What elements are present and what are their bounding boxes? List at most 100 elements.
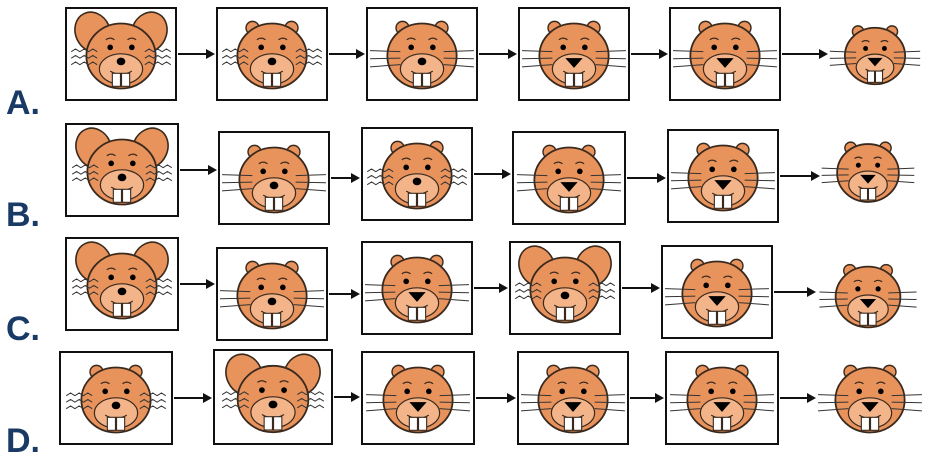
stage-4 [513, 132, 625, 224]
tooth-left-icon [409, 417, 417, 430]
small-nose-icon [561, 292, 570, 300]
eye-right-icon [730, 389, 736, 395]
eye-left-icon [856, 389, 862, 395]
arrow-right-icon [474, 169, 511, 179]
eye-left-icon [260, 169, 266, 175]
tooth-right-icon [871, 417, 879, 430]
arrow-right-icon [780, 171, 820, 181]
tooth-left-icon [565, 73, 573, 86]
stage-6 [819, 265, 916, 328]
hamster-face-icon [830, 26, 920, 84]
small-nose-icon [118, 288, 127, 296]
arrow-right-icon [180, 279, 215, 289]
eye-right-icon [577, 169, 583, 175]
eye-left-icon [559, 389, 565, 395]
stage-1 [66, 6, 176, 100]
eye-right-icon [130, 275, 136, 281]
stage-1 [66, 236, 178, 330]
tooth-right-icon [724, 195, 732, 208]
stage-5 [668, 130, 778, 222]
arrow-right-icon [334, 392, 360, 402]
stage-2 [217, 248, 327, 340]
stage-3 [362, 352, 474, 444]
tooth-right-icon [273, 313, 281, 326]
eye-right-icon [875, 163, 880, 168]
arrow-right-icon [782, 49, 828, 59]
tooth-left-icon [560, 197, 568, 210]
arrow-right-icon [631, 49, 668, 59]
stage-6 [830, 26, 920, 84]
tooth-right-icon [274, 417, 282, 430]
tooth-left-icon [556, 307, 564, 320]
stage-5 [662, 246, 772, 338]
option-row-d [60, 348, 922, 444]
eye-left-icon [863, 46, 868, 51]
small-nose-icon [413, 178, 422, 186]
tooth-right-icon [718, 311, 726, 324]
stage-4 [518, 352, 628, 444]
tooth-right-icon [575, 73, 583, 86]
tooth-right-icon [418, 307, 426, 320]
stage-5 [666, 352, 778, 444]
option-row-a [66, 6, 920, 100]
tooth-left-icon [113, 303, 121, 316]
stage-3 [362, 128, 472, 220]
stage-1 [60, 352, 172, 444]
tooth-left-icon [408, 307, 416, 320]
eye-right-icon [129, 45, 135, 51]
small-nose-icon [118, 174, 127, 182]
tooth-left-icon [107, 417, 115, 430]
arrow-right-icon [329, 289, 360, 299]
eye-left-icon [408, 45, 414, 51]
arrow-right-icon [174, 393, 212, 403]
eye-left-icon [107, 45, 113, 51]
arrow-right-icon [329, 49, 365, 59]
stage-4 [510, 240, 620, 334]
eye-left-icon [108, 275, 114, 281]
small-nose-icon [269, 401, 278, 409]
tooth-left-icon [113, 189, 121, 202]
tooth-right-icon [570, 197, 578, 210]
arrow-right-icon [180, 165, 217, 175]
eye-right-icon [882, 46, 887, 51]
tooth-right-icon [875, 71, 882, 82]
tooth-left-icon [713, 417, 721, 430]
tooth-right-icon [574, 417, 582, 430]
small-nose-icon [112, 402, 121, 410]
tooth-left-icon [263, 313, 271, 326]
tooth-left-icon [264, 417, 272, 430]
arrow-right-icon [627, 173, 666, 183]
eye-right-icon [425, 279, 431, 285]
stage-2 [214, 348, 332, 444]
tooth-left-icon [708, 311, 716, 324]
arrow-right-icon [479, 49, 517, 59]
eye-left-icon [102, 389, 108, 395]
tooth-left-icon [716, 73, 724, 86]
eye-right-icon [282, 169, 288, 175]
eye-right-icon [426, 389, 432, 395]
small-nose-icon [418, 58, 427, 66]
tooth-right-icon [423, 73, 431, 86]
arrow-right-icon [178, 49, 215, 59]
stage-6 [818, 365, 922, 432]
eye-right-icon [581, 389, 587, 395]
tooth-left-icon [860, 313, 868, 325]
eye-right-icon [425, 165, 431, 171]
tooth-left-icon [265, 197, 273, 210]
tooth-left-icon [413, 73, 421, 86]
eye-right-icon [280, 285, 286, 291]
arrow-right-icon [474, 283, 508, 293]
eye-right-icon [875, 286, 880, 291]
arrow-right-icon [774, 287, 816, 297]
eye-left-icon [856, 163, 861, 168]
eye-right-icon [878, 389, 884, 395]
tooth-right-icon [123, 189, 131, 202]
stage-3 [362, 242, 472, 334]
option-row-b [66, 122, 914, 224]
tooth-right-icon [868, 188, 875, 200]
eye-left-icon [108, 161, 114, 167]
tooth-left-icon [714, 195, 722, 208]
eye-left-icon [551, 279, 557, 285]
